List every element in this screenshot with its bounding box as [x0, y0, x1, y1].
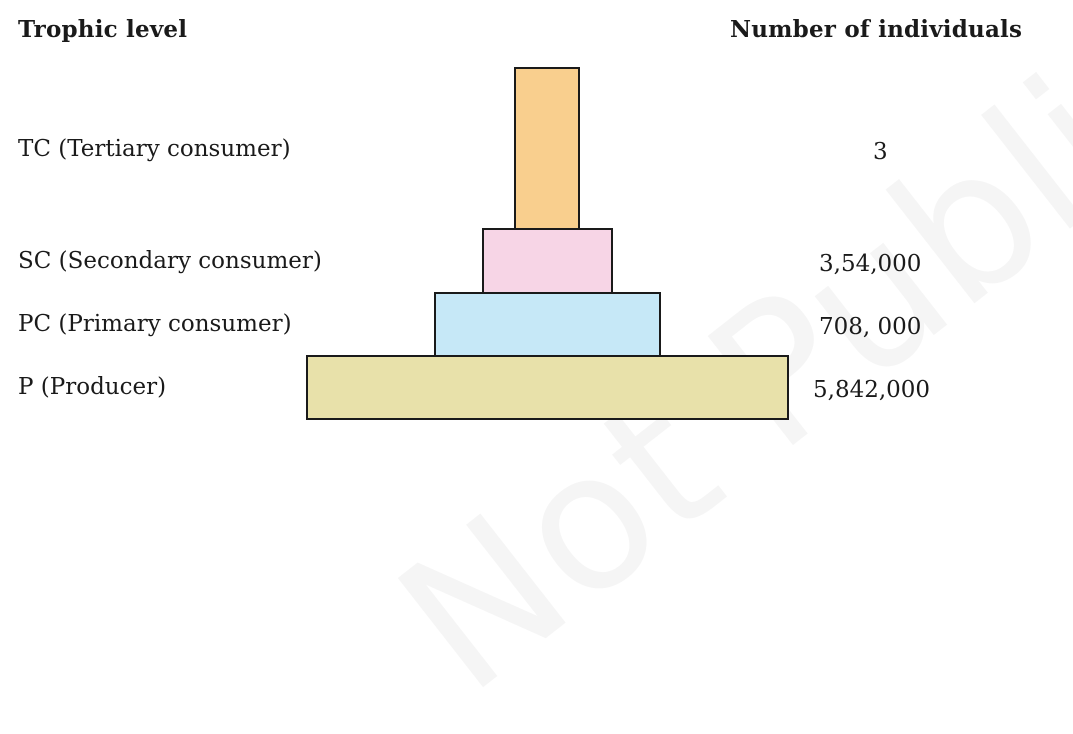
tertiary-consumer-label: TC (Tertiary consumer) [18, 136, 291, 162]
primary-consumer-label: PC (Primary consumer) [18, 311, 292, 337]
primary-consumer-bar [434, 292, 661, 357]
secondary-consumer-label: SC (Secondary consumer) [18, 248, 322, 274]
producer-bar [306, 355, 789, 420]
secondary-consumer-bar [482, 228, 613, 294]
secondary-consumer-count: 3,54,000 [819, 251, 922, 277]
tertiary-consumer-count: 3 [873, 139, 888, 165]
producer-label: P (Producer) [18, 374, 167, 400]
trophic-level-heading: Trophic level [18, 16, 188, 43]
number-of-individuals-heading: Number of individuals [730, 16, 1023, 43]
producer-count: 5,842,000 [813, 377, 931, 403]
primary-consumer-count: 708, 000 [819, 314, 922, 340]
tertiary-consumer-bar [514, 67, 580, 230]
